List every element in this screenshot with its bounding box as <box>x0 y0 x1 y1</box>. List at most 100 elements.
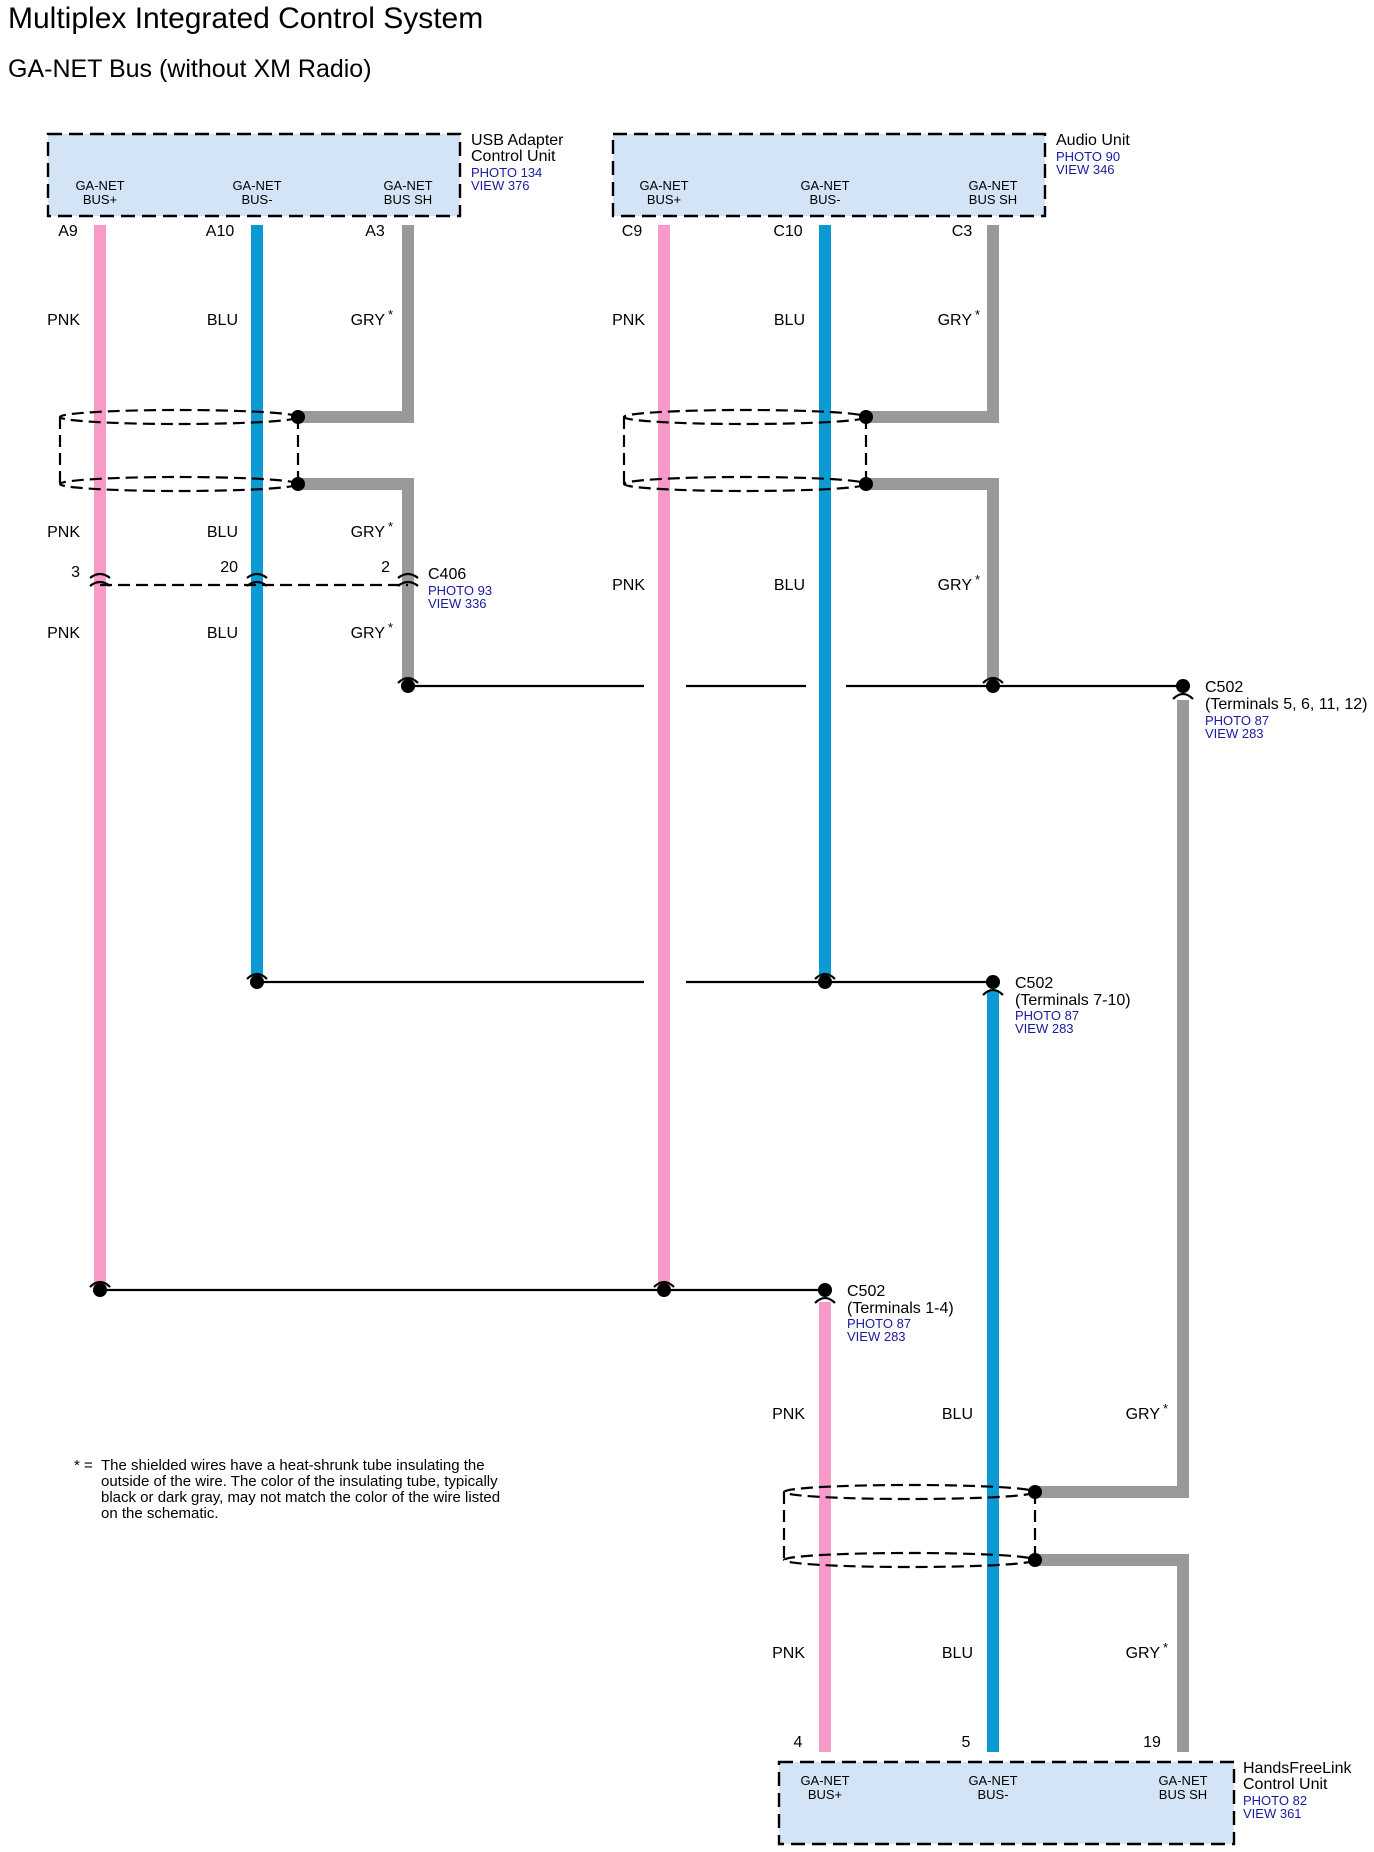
c502-sh-dot <box>1176 679 1190 693</box>
usb-pin-id-a10: A10 <box>206 223 235 240</box>
usb-pin-id-a3: A3 <box>365 223 385 240</box>
c406-pin-blu-arc-top <box>246 572 268 579</box>
shield-usb-dot-top <box>291 410 305 424</box>
hfl-pin-label-3-b: BUS SH <box>1159 1787 1207 1802</box>
label-gry-hfl-1: GRY <box>1126 1406 1161 1423</box>
shield-audio-dot-bottom <box>859 477 873 491</box>
label-pnk-audio-1: PNK <box>612 312 645 329</box>
label-pnk-usb-1: PNK <box>47 312 80 329</box>
c502-sh-name: C502 <box>1205 679 1243 696</box>
c502-plus-cap <box>814 1296 836 1304</box>
label-gry-usb-2: GRY <box>351 524 386 541</box>
audio-view: VIEW 346 <box>1056 162 1115 177</box>
footnote: * = The shielded wires have a heat-shrun… <box>74 1458 504 1522</box>
c502-plus-dot <box>818 1283 832 1297</box>
audio-photo: PHOTO 90 <box>1056 149 1120 164</box>
usb-adapter-box <box>46 132 462 218</box>
c406-pin-gry-arc-top <box>397 572 419 579</box>
shield-audio-dot-top <box>859 410 873 424</box>
label-gry-usb-1-star: * <box>388 307 393 322</box>
hfl-name-1: HandsFreeLink <box>1243 1760 1353 1777</box>
audio-pin-id-c10: C10 <box>773 223 802 240</box>
c502-sh-detail: (Terminals 5, 6, 11, 12) <box>1205 696 1367 713</box>
c502-sh-photo: PHOTO 87 <box>1205 713 1269 728</box>
c406-pin-blu-arc-bottom <box>246 580 268 587</box>
usb-pin-label-3-a: GA-NET <box>383 178 432 193</box>
usb-pin-label-3-b: BUS SH <box>384 192 432 207</box>
page-subtitle: GA-NET Bus (without XM Radio) <box>8 55 372 83</box>
label-blu-audio-2: BLU <box>774 577 805 594</box>
hfl-pin-label-1-b: BUS+ <box>808 1787 842 1802</box>
splice-plus-cap-audio <box>653 1280 675 1288</box>
c502-minus-photo: PHOTO 87 <box>1015 1008 1079 1023</box>
label-gry-audio-1-star: * <box>975 307 980 322</box>
label-gry-usb-3-star: * <box>388 620 393 635</box>
c502-sh-view: VIEW 283 <box>1205 726 1264 741</box>
audio-pin-id-c9: C9 <box>622 223 643 240</box>
hfl-pin-label-1-a: GA-NET <box>800 1773 849 1788</box>
c502-plus-view: VIEW 283 <box>847 1329 906 1344</box>
splice-plus-cap-usb <box>89 1280 111 1288</box>
c502-minus-cap <box>982 988 1004 996</box>
audio-name-1: Audio Unit <box>1056 132 1130 149</box>
c502-minus-name: C502 <box>1015 975 1053 992</box>
usb-name-2: Control Unit <box>471 148 556 165</box>
wire-gry-audio-upper <box>870 225 999 423</box>
hfl-pin-id-19: 19 <box>1143 1734 1161 1751</box>
hfl-name-2: Control Unit <box>1243 1776 1328 1793</box>
footnote-mark: * = <box>74 1457 93 1474</box>
c406-view: VIEW 336 <box>428 596 487 611</box>
c406-pin-gry-arc-bottom <box>397 580 419 587</box>
c502-minus-dot <box>986 975 1000 989</box>
label-gry-audio-2-star: * <box>975 572 980 587</box>
c406-pin-pnk-arc-top <box>89 572 111 579</box>
c406-pin-3: 3 <box>71 564 80 581</box>
c406-pin-2: 2 <box>381 559 390 576</box>
label-pnk-usb-2: PNK <box>47 524 80 541</box>
splice-sh-dot-audio <box>986 679 1000 693</box>
audio-pin-label-3-a: GA-NET <box>968 178 1017 193</box>
usb-pin-id-a9: A9 <box>58 223 78 240</box>
wire-gry-audio-lower <box>870 478 999 680</box>
hfl-pin-label-2-a: GA-NET <box>968 1773 1017 1788</box>
usb-pin-label-1-b: BUS+ <box>83 192 117 207</box>
splice-minus-dot-audio <box>818 975 832 989</box>
c406-pin-20: 20 <box>220 559 238 576</box>
page-title: Multiplex Integrated Control System <box>8 2 484 35</box>
label-blu-usb-1: BLU <box>207 312 238 329</box>
label-gry-usb-3: GRY <box>351 625 386 642</box>
wire-gry-hfl-upper <box>1035 700 1189 1498</box>
hfl-view: VIEW 361 <box>1243 1806 1302 1821</box>
label-pnk-audio-2: PNK <box>612 577 645 594</box>
label-gry-audio-1: GRY <box>938 312 973 329</box>
usb-name-1: USB Adapter <box>471 132 564 149</box>
label-blu-hfl-1: BLU <box>942 1406 973 1423</box>
shield-usb-dot-bottom <box>291 477 305 491</box>
c502-plus-photo: PHOTO 87 <box>847 1316 911 1331</box>
c406-name: C406 <box>428 566 466 583</box>
label-gry-usb-1: GRY <box>351 312 386 329</box>
splice-plus-dot-usb <box>93 1283 107 1297</box>
usb-view: VIEW 376 <box>471 178 530 193</box>
splice-minus-cap-audio <box>814 972 836 980</box>
footnote-text: The shielded wires have a heat-shrunk tu… <box>101 1457 501 1522</box>
hfl-pin-id-4: 4 <box>794 1734 803 1751</box>
splice-sh-cap-usb <box>397 676 419 684</box>
c502-plus-detail: (Terminals 1-4) <box>847 1300 954 1317</box>
c406-photo: PHOTO 93 <box>428 583 492 598</box>
audio-unit-box <box>611 132 1047 218</box>
shield-hfl-dot-top <box>1028 1485 1042 1499</box>
usb-pin-label-2-a: GA-NET <box>232 178 281 193</box>
label-blu-hfl-2: BLU <box>942 1645 973 1662</box>
audio-pin-label-2-b: BUS- <box>809 192 840 207</box>
shield-hfl-dot-bottom <box>1028 1553 1042 1567</box>
label-gry-hfl-2-star: * <box>1163 1640 1168 1655</box>
audio-pin-label-3-b: BUS SH <box>969 192 1017 207</box>
label-gry-usb-2-star: * <box>388 519 393 534</box>
splice-minus-dot-usb <box>250 975 264 989</box>
usb-pin-label-1-a: GA-NET <box>75 178 124 193</box>
splice-sh-cap-audio <box>982 676 1004 684</box>
label-pnk-hfl-1: PNK <box>772 1406 805 1423</box>
splice-sh-dot-usb <box>401 679 415 693</box>
